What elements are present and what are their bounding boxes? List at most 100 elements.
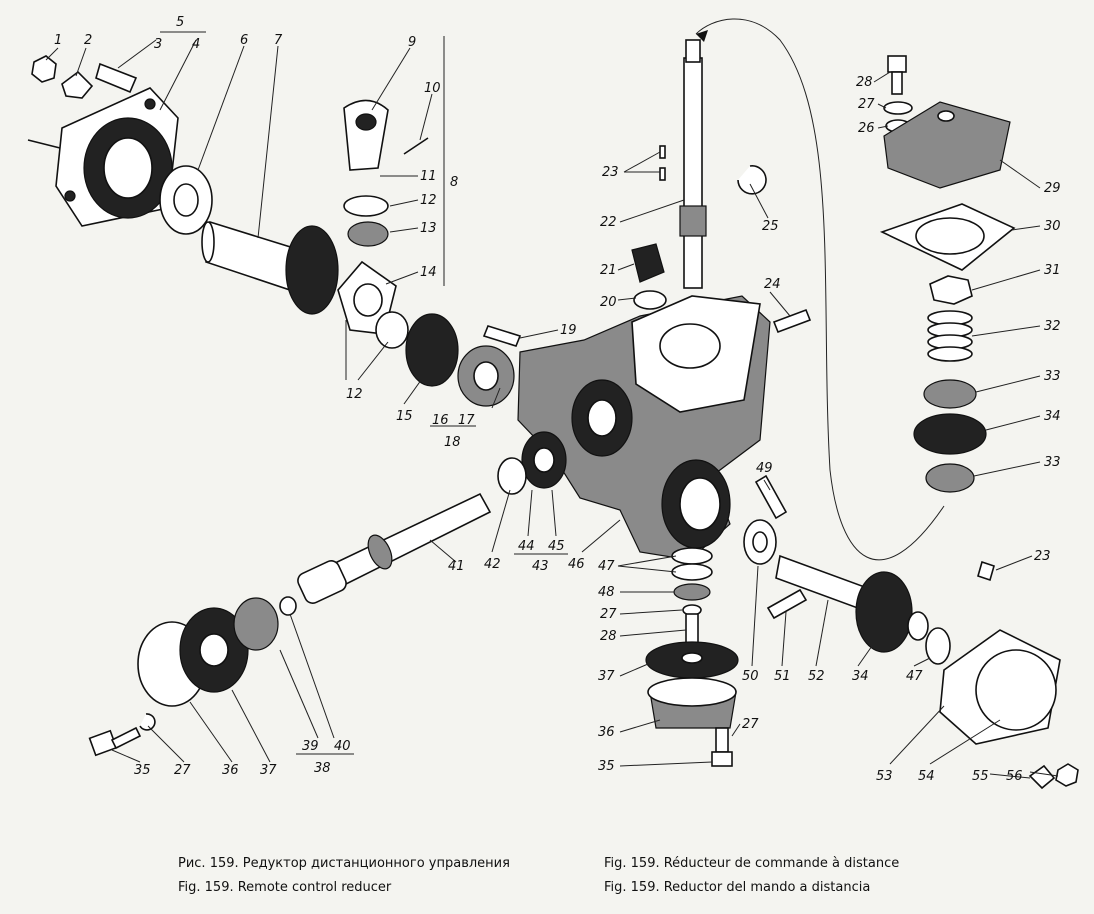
pin-51 <box>766 588 808 620</box>
gear-34-right <box>913 413 987 455</box>
label-35a: 35 <box>134 763 151 778</box>
nut-56 <box>1055 763 1079 787</box>
label-3: 3 <box>154 37 162 52</box>
label-32: 32 <box>1044 319 1061 334</box>
stud-3 <box>95 62 138 94</box>
seal-42 <box>497 457 527 495</box>
label-11: 11 <box>420 169 437 184</box>
label-33b: 33 <box>1044 455 1061 470</box>
ring-12 <box>343 195 389 217</box>
label-8: 8 <box>450 175 458 190</box>
label-27c: 27 <box>600 607 617 622</box>
label-23b: 23 <box>1034 549 1051 564</box>
label-9: 9 <box>408 35 416 50</box>
bolt-35-left <box>88 729 118 757</box>
label-21: 21 <box>600 263 617 278</box>
label-20: 20 <box>600 295 617 310</box>
label-44: 44 <box>518 539 535 554</box>
plug-21 <box>631 243 665 283</box>
lock-washer-2 <box>61 70 94 99</box>
label-19: 19 <box>560 323 577 338</box>
bearing-33-top <box>923 379 977 409</box>
label-38: 38 <box>314 761 331 776</box>
label-34b: 34 <box>852 669 869 684</box>
label-48: 48 <box>598 585 615 600</box>
washer-47-stack <box>671 547 713 565</box>
label-5: 5 <box>176 15 184 30</box>
label-23a: 23 <box>602 165 619 180</box>
shaft-41-part <box>297 492 492 604</box>
label-14: 14 <box>420 265 437 280</box>
label-22: 22 <box>600 215 617 230</box>
label-47a: 47 <box>598 559 615 574</box>
label-49: 49 <box>756 461 773 476</box>
gear-15 <box>405 313 459 387</box>
label-36b: 36 <box>598 725 615 740</box>
washer-40 <box>279 596 297 616</box>
label-18: 18 <box>444 435 461 450</box>
caption-russian: Рис. 159. Редуктор дистанционного управл… <box>178 856 510 871</box>
washer-20 <box>633 290 667 310</box>
parts-drawing <box>27 18 1079 790</box>
label-56: 56 <box>1006 769 1023 784</box>
bolt-28-top <box>887 55 907 73</box>
label-41: 41 <box>448 559 465 574</box>
label-55: 55 <box>972 769 989 784</box>
label-34a: 34 <box>1044 409 1061 424</box>
bearing-13 <box>347 221 389 247</box>
label-10: 10 <box>424 81 441 96</box>
stud-19 <box>482 325 522 347</box>
label-15: 15 <box>396 409 413 424</box>
stud-49 <box>754 474 788 520</box>
label-37b: 37 <box>598 669 615 684</box>
cover-29 <box>883 101 1011 189</box>
label-2: 2 <box>84 33 92 48</box>
bearing-33-bottom <box>925 463 975 493</box>
label-12a: 12 <box>420 193 437 208</box>
shaft-22-part <box>679 39 707 289</box>
label-35b: 35 <box>598 759 615 774</box>
label-27a: 27 <box>858 97 875 112</box>
nut-31 <box>929 275 973 305</box>
caption-english: Fig. 159. Remote control reducer <box>178 880 392 895</box>
label-17: 17 <box>458 413 475 428</box>
caption-spanish: Fig. 159. Reductor del mando a distancia <box>604 880 871 895</box>
label-28a: 28 <box>856 75 873 90</box>
snap-ring-25 <box>737 165 767 195</box>
fork-9 <box>343 99 389 171</box>
label-42: 42 <box>484 557 501 572</box>
label-26: 26 <box>858 121 875 136</box>
label-27d: 27 <box>742 717 759 732</box>
nut-1 <box>31 55 57 83</box>
washer-47-right <box>925 627 951 665</box>
housing-46-part <box>517 295 771 561</box>
shaft-7-part <box>201 220 339 315</box>
bolt-35-bottom <box>715 727 729 753</box>
label-29: 29 <box>1044 181 1061 196</box>
bushing-39 <box>233 597 279 651</box>
label-50: 50 <box>742 669 759 684</box>
leader-lines <box>45 31 1059 779</box>
label-36a: 36 <box>222 763 239 778</box>
label-47b: 47 <box>906 669 923 684</box>
stud-24 <box>772 308 812 334</box>
lock-55 <box>1028 764 1056 790</box>
label-33a: 33 <box>1044 369 1061 384</box>
label-12b: 12 <box>346 387 363 402</box>
label-54: 54 <box>918 769 935 784</box>
label-27b: 27 <box>174 763 191 778</box>
label-46: 46 <box>568 557 585 572</box>
label-4: 4 <box>192 37 200 52</box>
label-53: 53 <box>876 769 893 784</box>
left-flange-part <box>27 87 179 227</box>
label-13: 13 <box>420 221 437 236</box>
part-labels: 1 2 3 4 5 6 7 8 9 10 11 12 12 13 14 12 1… <box>54 15 1061 784</box>
label-24: 24 <box>764 277 781 292</box>
label-45: 45 <box>548 539 565 554</box>
label-31: 31 <box>1044 263 1061 278</box>
label-1: 1 <box>54 33 62 48</box>
label-7: 7 <box>274 33 283 48</box>
label-37a: 37 <box>260 763 277 778</box>
label-51: 51 <box>774 669 791 684</box>
